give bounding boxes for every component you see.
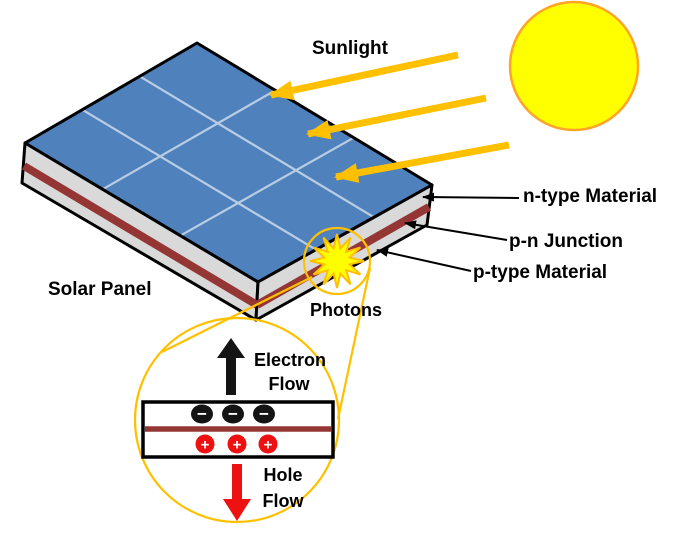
electrons-row: − − − <box>191 404 275 424</box>
grid-line <box>179 136 355 237</box>
magnifier-connector-right <box>336 267 372 420</box>
sunlight-ray-arrow <box>306 94 487 140</box>
hole-flow-label-line1: Hole <box>263 465 302 485</box>
electron-flow-label-line2: Flow <box>269 374 311 394</box>
svg-text:−: − <box>197 405 207 424</box>
electron-flow-label-line1: Electron <box>254 350 326 370</box>
photons-label: Photons <box>310 300 382 320</box>
grid-line <box>139 75 375 219</box>
junction-magnifier: Electron Flow − − − <box>133 316 341 524</box>
sunlight-rays <box>269 51 510 183</box>
p-type-leader-arrow <box>376 248 472 272</box>
sunlight-label: Sunlight <box>312 38 389 59</box>
grid-line <box>81 108 317 251</box>
layer-callouts: n-type Material p-n Junction p-type Mate… <box>376 186 657 283</box>
hole-icon: + <box>195 434 215 454</box>
magnifier-connector-left <box>161 276 313 353</box>
electron-icon: − <box>191 404 213 424</box>
pn-junction-leader-arrow <box>404 220 508 241</box>
sunlight-ray-arrow <box>334 141 510 183</box>
photon-starburst-icon <box>309 233 365 289</box>
svg-text:+: + <box>233 437 242 454</box>
grid-line <box>102 89 276 191</box>
svg-text:−: − <box>259 405 269 424</box>
photon-callout: Photons <box>161 226 382 420</box>
magnifier-circle <box>133 316 341 524</box>
p-type-label: p-type Material <box>473 262 607 283</box>
holes-row: + + + <box>195 434 278 454</box>
svg-text:+: + <box>264 437 273 454</box>
hole-icon: + <box>258 434 278 454</box>
sun-icon <box>508 0 640 132</box>
hole-icon: + <box>227 434 247 454</box>
svg-text:−: − <box>228 405 238 424</box>
panel-grid-lines <box>81 75 375 251</box>
electron-icon: − <box>222 404 244 424</box>
solar-panel <box>20 41 434 322</box>
panel-top-face <box>25 43 432 282</box>
hole-flow-label-line2: Flow <box>263 491 305 511</box>
electron-flow-arrow <box>217 338 245 395</box>
svg-text:+: + <box>201 437 210 454</box>
electron-icon: − <box>253 404 275 424</box>
photon-highlight-circle <box>302 226 372 296</box>
n-type-leader-arrow <box>422 192 520 202</box>
hole-flow-arrow <box>223 464 251 521</box>
n-type-label: n-type Material <box>523 186 657 207</box>
sunlight-ray-arrow <box>269 51 459 101</box>
solar-panel-label: Solar Panel <box>48 279 152 300</box>
pn-junction-stripe-left <box>21 162 260 309</box>
pn-junction-label: p-n Junction <box>509 231 623 252</box>
